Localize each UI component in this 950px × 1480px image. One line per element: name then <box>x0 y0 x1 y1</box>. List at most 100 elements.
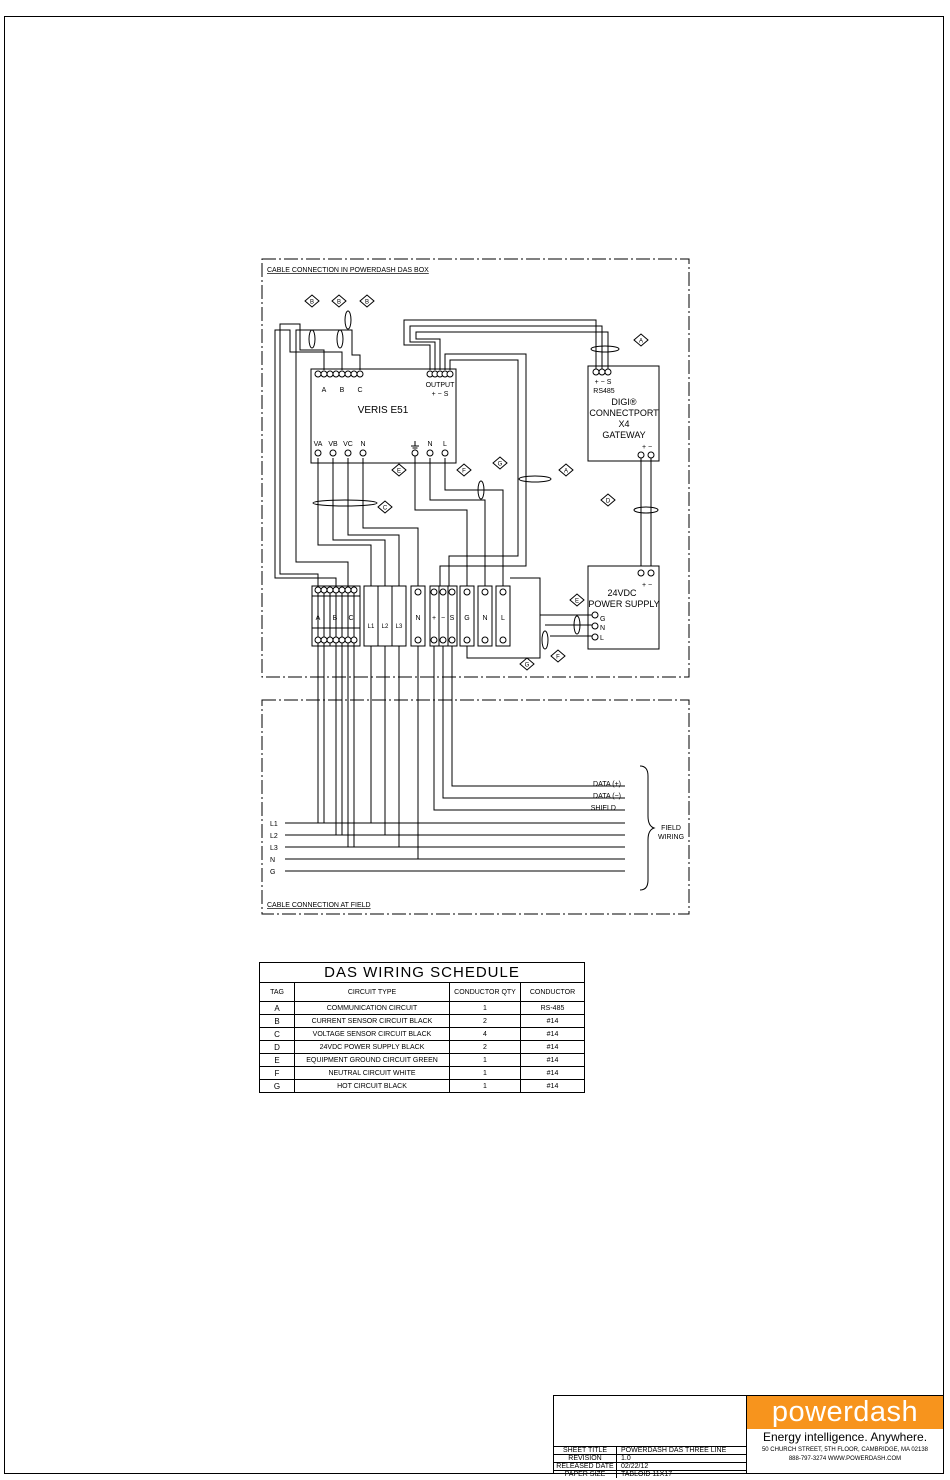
svg-text:E: E <box>397 469 401 475</box>
conductor-cell: RS-485 <box>520 1001 585 1015</box>
tag-marker-icon: B <box>359 294 375 308</box>
tag-cell: A <box>259 1001 295 1015</box>
screw-terminal-icon <box>332 370 340 378</box>
psu-input-n: N <box>600 625 605 632</box>
meter-ct-c: C <box>357 387 362 394</box>
meter-pwr-l: L <box>443 441 447 448</box>
gateway-line4: GATEWAY <box>602 430 645 440</box>
psu-output-terminals: + − <box>642 582 652 589</box>
wiring-diagram: CABLE CONNECTION IN POWERDASH DAS BOX CA… <box>261 258 690 915</box>
tb-data-plus: + <box>432 615 436 622</box>
logo-tagline: Energy intelligence. Anywhere. <box>762 1430 928 1444</box>
contact-line: 888-797-3274 WWW.POWERDASH.COM <box>788 1456 902 1462</box>
meter-vb: VB <box>328 441 338 448</box>
circuit-cell: 24VDC POWER SUPPLY BLACK <box>294 1040 450 1054</box>
screw-terminal-icon <box>356 370 364 378</box>
powerdash-logo: powerdash <box>747 1396 943 1429</box>
svg-text:A: A <box>639 339 643 345</box>
revision-value: 1.0 <box>621 1455 631 1462</box>
conductor-cell: #14 <box>520 1066 585 1080</box>
company-address: 50 CHURCH STREET, 5TH FLOOR, CAMBRIDGE, … <box>747 1446 943 1464</box>
ground-symbol-icon <box>411 441 419 451</box>
screw-terminal-icon <box>359 449 367 457</box>
meter-name: VERIS E51 <box>358 405 409 416</box>
svg-text:B: B <box>337 300 341 306</box>
tag-marker-icon: B <box>331 294 347 308</box>
screw-terminal-icon <box>326 586 334 594</box>
screw-terminal-icon <box>332 636 340 644</box>
qty-cell: 2 <box>449 1014 521 1028</box>
meter-vc: VC <box>343 441 353 448</box>
psu-line1: 24VDC <box>607 588 637 598</box>
tag-cell: B <box>259 1014 295 1028</box>
screw-terminal-icon <box>350 370 358 378</box>
screw-terminal-icon <box>591 622 599 630</box>
svg-text:B: B <box>310 300 314 306</box>
screw-terminal-icon <box>604 368 612 376</box>
screw-terminal-icon <box>314 586 322 594</box>
screw-terminal-icon <box>481 636 489 644</box>
circuit-cell: HOT CIRCUIT BLACK <box>294 1079 450 1093</box>
revision-label: REVISION <box>554 1455 617 1462</box>
tb-ct-b: B <box>333 615 338 622</box>
released-value: 02/22/12 <box>621 1463 649 1470</box>
address-line: 50 CHURCH STREET, 5TH FLOOR, CAMBRIDGE, … <box>761 1447 929 1453</box>
paper-value: TABLOID 11X17 <box>621 1471 673 1478</box>
qty-cell: 4 <box>449 1027 521 1041</box>
screw-terminal-icon <box>414 636 422 644</box>
field-label: CABLE CONNECTION AT FIELD <box>267 902 371 909</box>
circuit-cell: CURRENT SENSOR CIRCUIT BLACK <box>294 1014 450 1028</box>
qty-cell: 2 <box>449 1040 521 1054</box>
screw-terminal-icon <box>314 636 322 644</box>
screw-terminal-icon <box>592 368 600 376</box>
tag-marker-icon: G <box>519 657 535 671</box>
conductor-cell: #14 <box>520 1027 585 1041</box>
tb-pwr-l: L <box>501 615 505 622</box>
svg-text:G: G <box>525 663 530 669</box>
revision-row: REVISION 1.0 <box>554 1454 746 1462</box>
screw-terminal-icon <box>426 449 434 457</box>
svg-text:B: B <box>365 300 369 306</box>
schedule-title: DAS WIRING SCHEDULE <box>259 962 585 983</box>
screw-terminal-icon <box>430 588 438 596</box>
paper-row: PAPER SIZE TABLOID 11X17 <box>554 1470 746 1478</box>
schedule-header-circuit: CIRCUIT TYPE <box>294 982 450 1002</box>
tb-data-shield: S <box>450 615 455 622</box>
drawing-sheet-border <box>4 16 944 1474</box>
svg-text:G: G <box>498 462 503 468</box>
screw-terminal-icon <box>338 586 346 594</box>
paper-label: PAPER SIZE <box>554 1471 617 1478</box>
screw-terminal-icon <box>637 569 645 577</box>
svg-text:A: A <box>564 469 568 475</box>
tb-pwr-n: N <box>482 615 487 622</box>
schedule-header-qty: CONDUCTOR QTY <box>449 982 521 1002</box>
meter-ct-a: A <box>322 387 327 394</box>
meter-ct-b: B <box>340 387 345 394</box>
field-line-l3: L3 <box>270 845 278 852</box>
field-line-l1: L1 <box>270 821 278 828</box>
tb-ct-c: C <box>348 615 353 622</box>
field-data-plus: DATA (+) <box>593 781 621 788</box>
tag-marker-icon: B <box>304 294 320 308</box>
meter-vn: N <box>360 441 365 448</box>
field-shield: SHIELD <box>591 805 616 812</box>
screw-terminal-icon <box>499 636 507 644</box>
screw-terminal-icon <box>320 370 328 378</box>
svg-text:D: D <box>606 499 611 505</box>
sheet-title-label: SHEET TITLE <box>554 1447 617 1454</box>
screw-terminal-icon <box>411 449 419 457</box>
tag-marker-icon: F <box>550 649 566 663</box>
meter-output-label: OUTPUT <box>426 382 456 389</box>
psu-input-l: L <box>600 635 604 642</box>
gateway-line2: CONNECTPORT <box>589 408 659 418</box>
meter-output-terminals: + − S <box>432 391 449 398</box>
svg-text:C: C <box>383 506 388 512</box>
screw-terminal-icon <box>329 449 337 457</box>
